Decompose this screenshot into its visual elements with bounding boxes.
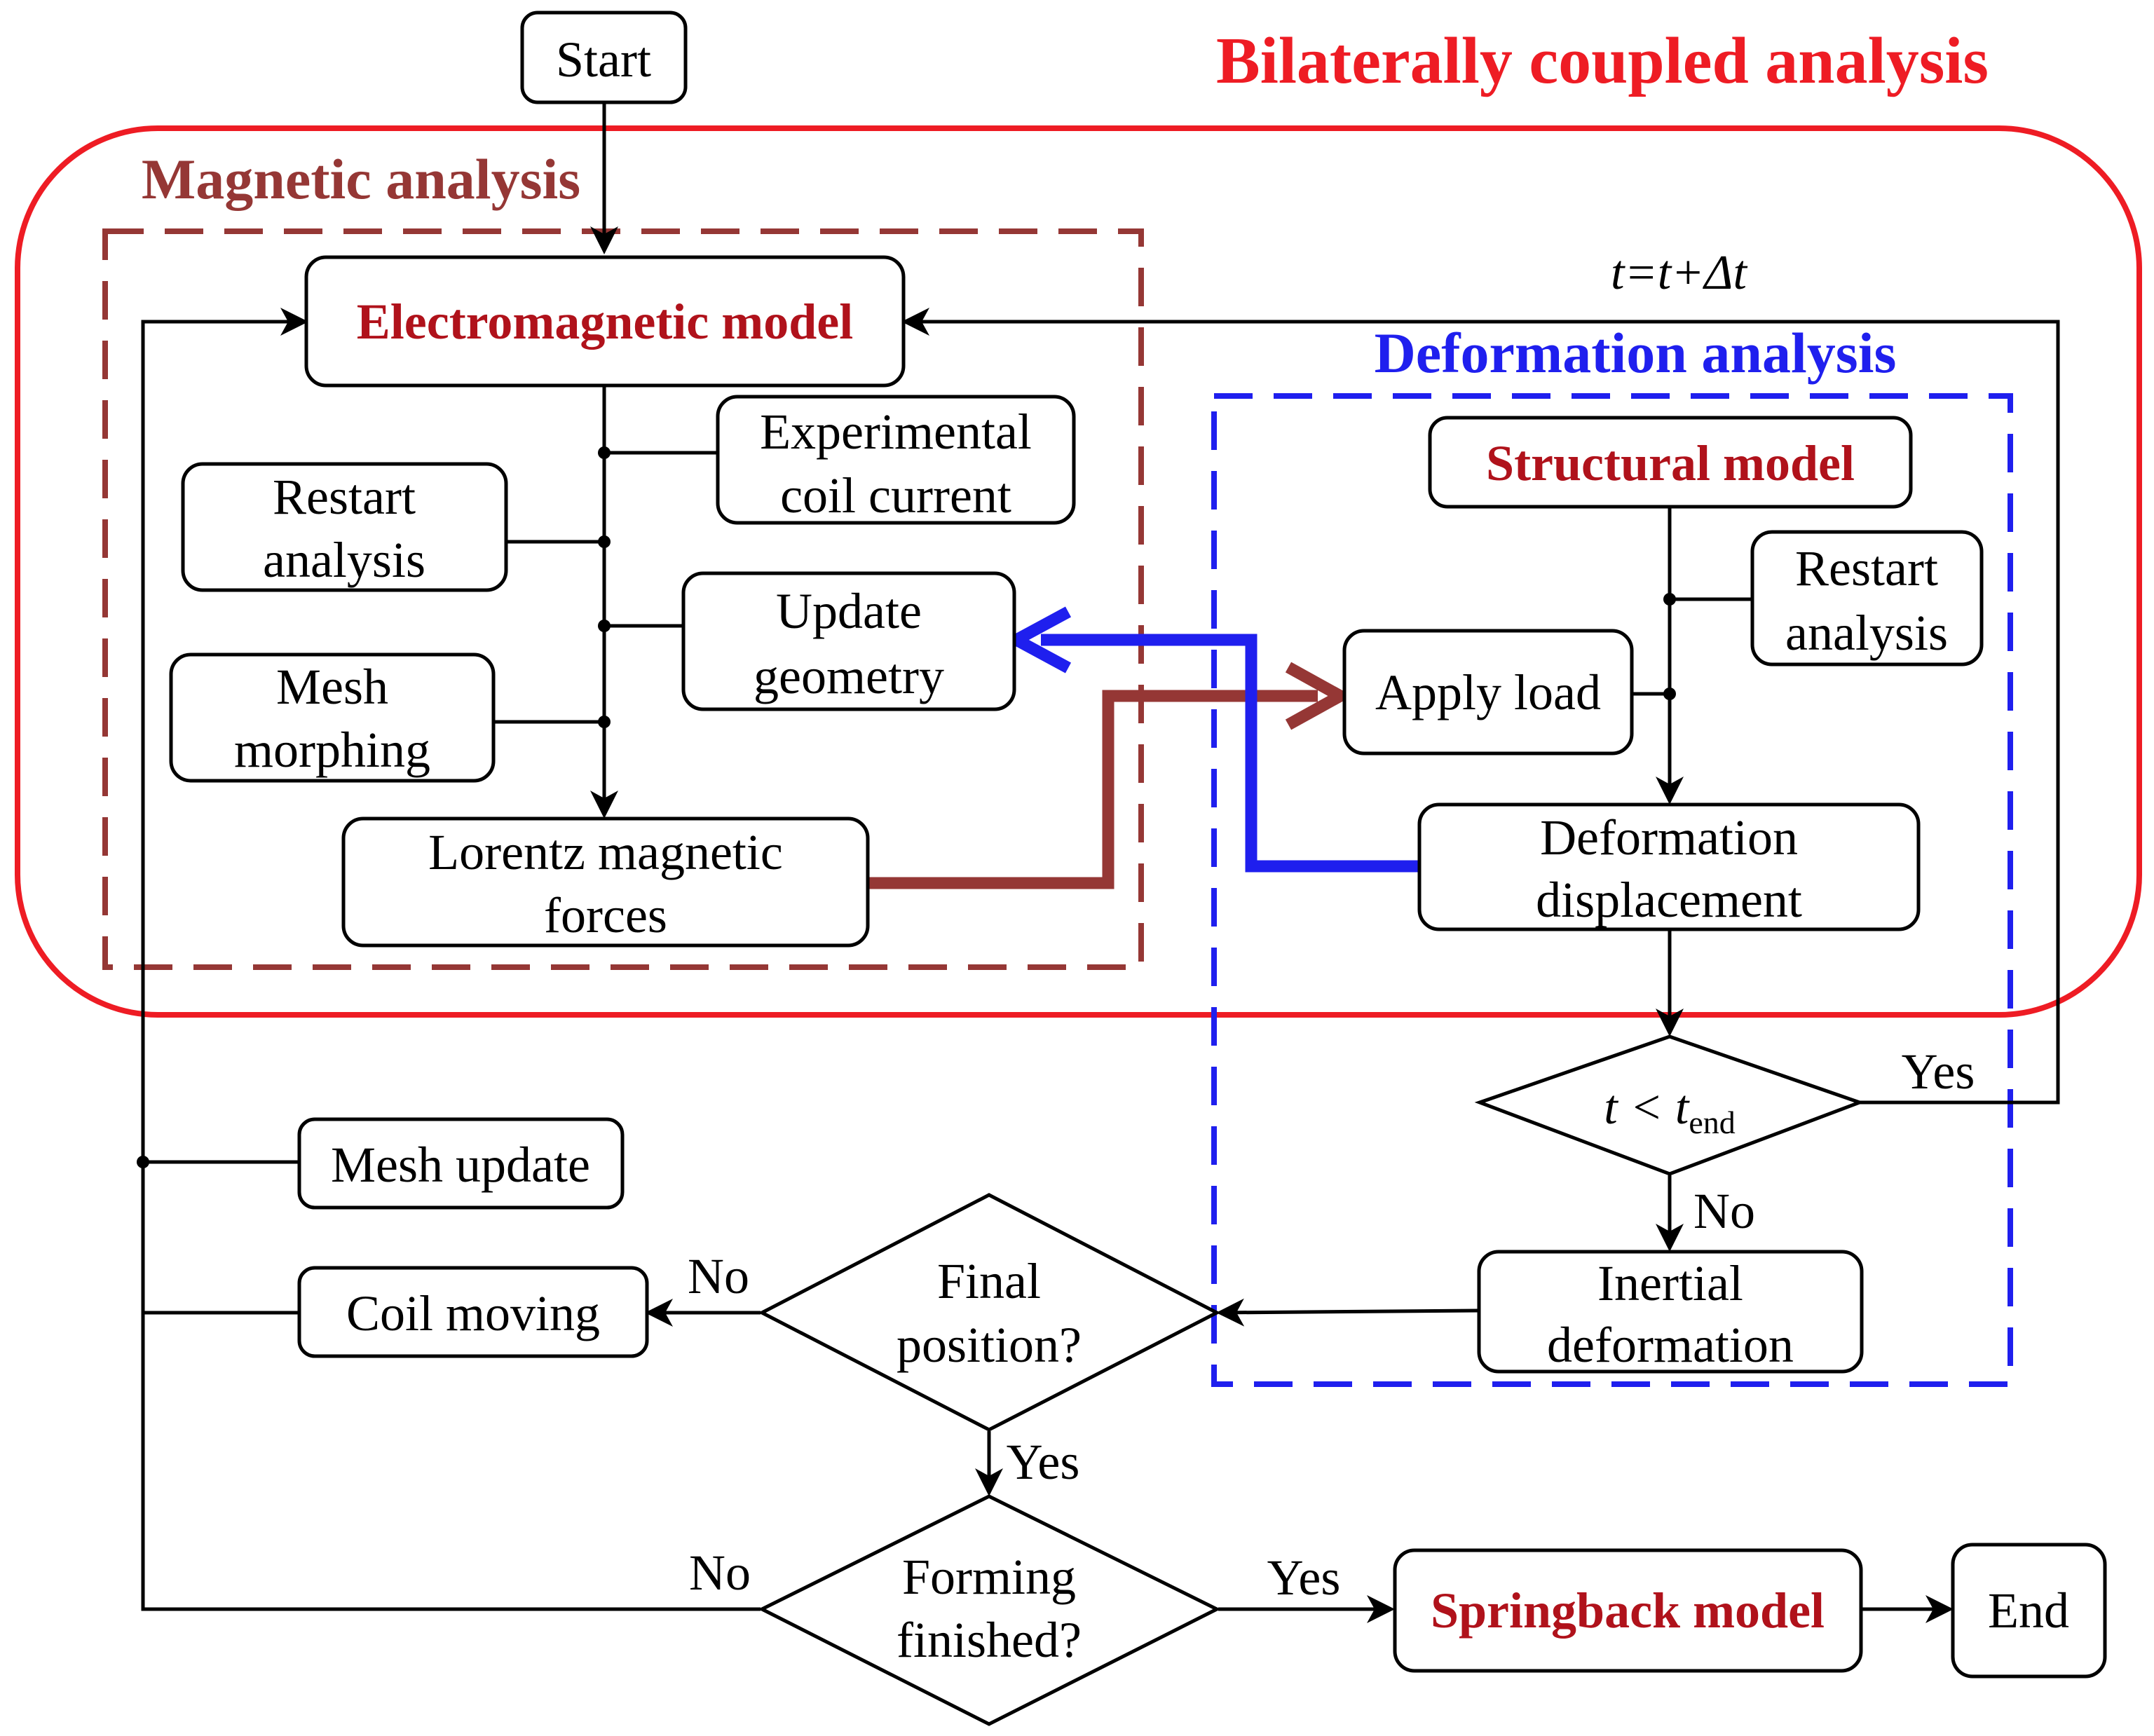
inertial-line1: Inertial [1597,1255,1743,1311]
electromagnetic-model-label: Electromagnetic model [357,294,853,350]
forming-line2: finished? [897,1612,1082,1668]
restart-analysis-left-node: Restart analysis [181,462,508,592]
restart-left-line2: analysis [263,532,425,588]
magnetic-title: Magnetic analysis [142,147,580,211]
yes-final-label: Yes [1007,1434,1080,1490]
structural-model-node: Structural model [1428,416,1913,509]
restart-right-line2: analysis [1785,605,1948,661]
restart-analysis-right-node: Restart analysis [1750,530,1984,667]
structural-model-label: Structural model [1486,435,1855,491]
start-label: Start [556,32,651,88]
time-step-label: t=t+Δt [1611,246,1747,300]
mesh-update-node: Mesh update [297,1117,625,1210]
deformation-disp-line2: displacement [1536,872,1802,928]
restart-right-line1: Restart [1795,540,1938,596]
magnetic-analysis-boundary [102,228,1144,970]
force-transfer-arrowhead [1285,662,1353,730]
springback-model-node: Springback model [1393,1548,1863,1673]
inertial-line2: deformation [1547,1317,1794,1373]
svg-text:t < tend: t < tend [1604,1081,1736,1140]
no-forming-label: No [689,1545,751,1601]
experimental-coil-current-node: Experimental coil current [716,395,1076,525]
apply-load-label: Apply load [1375,664,1601,720]
final-position-decision: Final position? [758,1193,1221,1432]
update-geometry-line2: geometry [754,648,944,704]
mesh-morphing-node: Mesh morphing [169,652,496,783]
inertial-deformation-node: Inertial deformation [1477,1250,1864,1374]
no-time-label: No [1693,1183,1755,1239]
forming-finished-decision: Forming finished? [758,1494,1221,1726]
final-position-line1: Final [937,1253,1041,1309]
time-check-main: t < t [1604,1081,1690,1135]
yes-forming-label: Yes [1267,1550,1341,1606]
end-label: End [1988,1583,2069,1639]
mesh-morphing-line2: morphing [234,722,430,778]
experimental-label: Experimental [760,404,1032,460]
force-transfer-arrow [869,690,1318,889]
apply-load-node: Apply load [1342,629,1634,756]
coil-current-label: coil current [780,467,1011,524]
lorentz-forces-node: Lorentz magnetic forces [341,816,870,948]
restart-left-line1: Restart [273,469,416,525]
connectors [141,104,2060,1623]
end-node: End [1951,1543,2107,1679]
bilateral-title: Bilaterally coupled analysis [1216,25,1989,97]
start-node: Start [520,11,688,104]
coil-moving-node: Coil moving [297,1266,649,1358]
junction-dots [137,446,1676,1168]
mesh-morphing-line1: Mesh [276,659,388,715]
springback-model-label: Springback model [1431,1583,1825,1639]
coil-moving-label: Coil moving [346,1285,600,1341]
update-geometry-line1: Update [776,583,922,639]
bilateral-coupled-boundary [15,125,2142,1018]
yes-time-label: Yes [1902,1044,1975,1100]
lorentz-line1: Lorentz magnetic [428,824,783,880]
time-check-sub: end [1689,1105,1735,1140]
deformation-analysis-boundary [1211,393,2013,1387]
time-check-decision: t < tend [1474,1034,1865,1176]
deformation-title: Deformation analysis [1375,321,1897,385]
forming-line1: Forming [902,1549,1076,1605]
electromagnetic-model-node: Electromagnetic model [304,255,906,388]
displacement-transfer-arrowhead [1004,606,1072,674]
final-position-line2: position? [897,1317,1082,1373]
mesh-update-label: Mesh update [331,1137,590,1193]
no-final-label: No [688,1248,749,1304]
deformation-disp-line1: Deformation [1540,809,1798,866]
displacement-transfer-arrow [1041,634,1418,873]
update-geometry-node: Update geometry [681,571,1016,711]
lorentz-line2: forces [544,887,667,943]
deformation-displacement-node: Deformation displacement [1417,802,1921,931]
